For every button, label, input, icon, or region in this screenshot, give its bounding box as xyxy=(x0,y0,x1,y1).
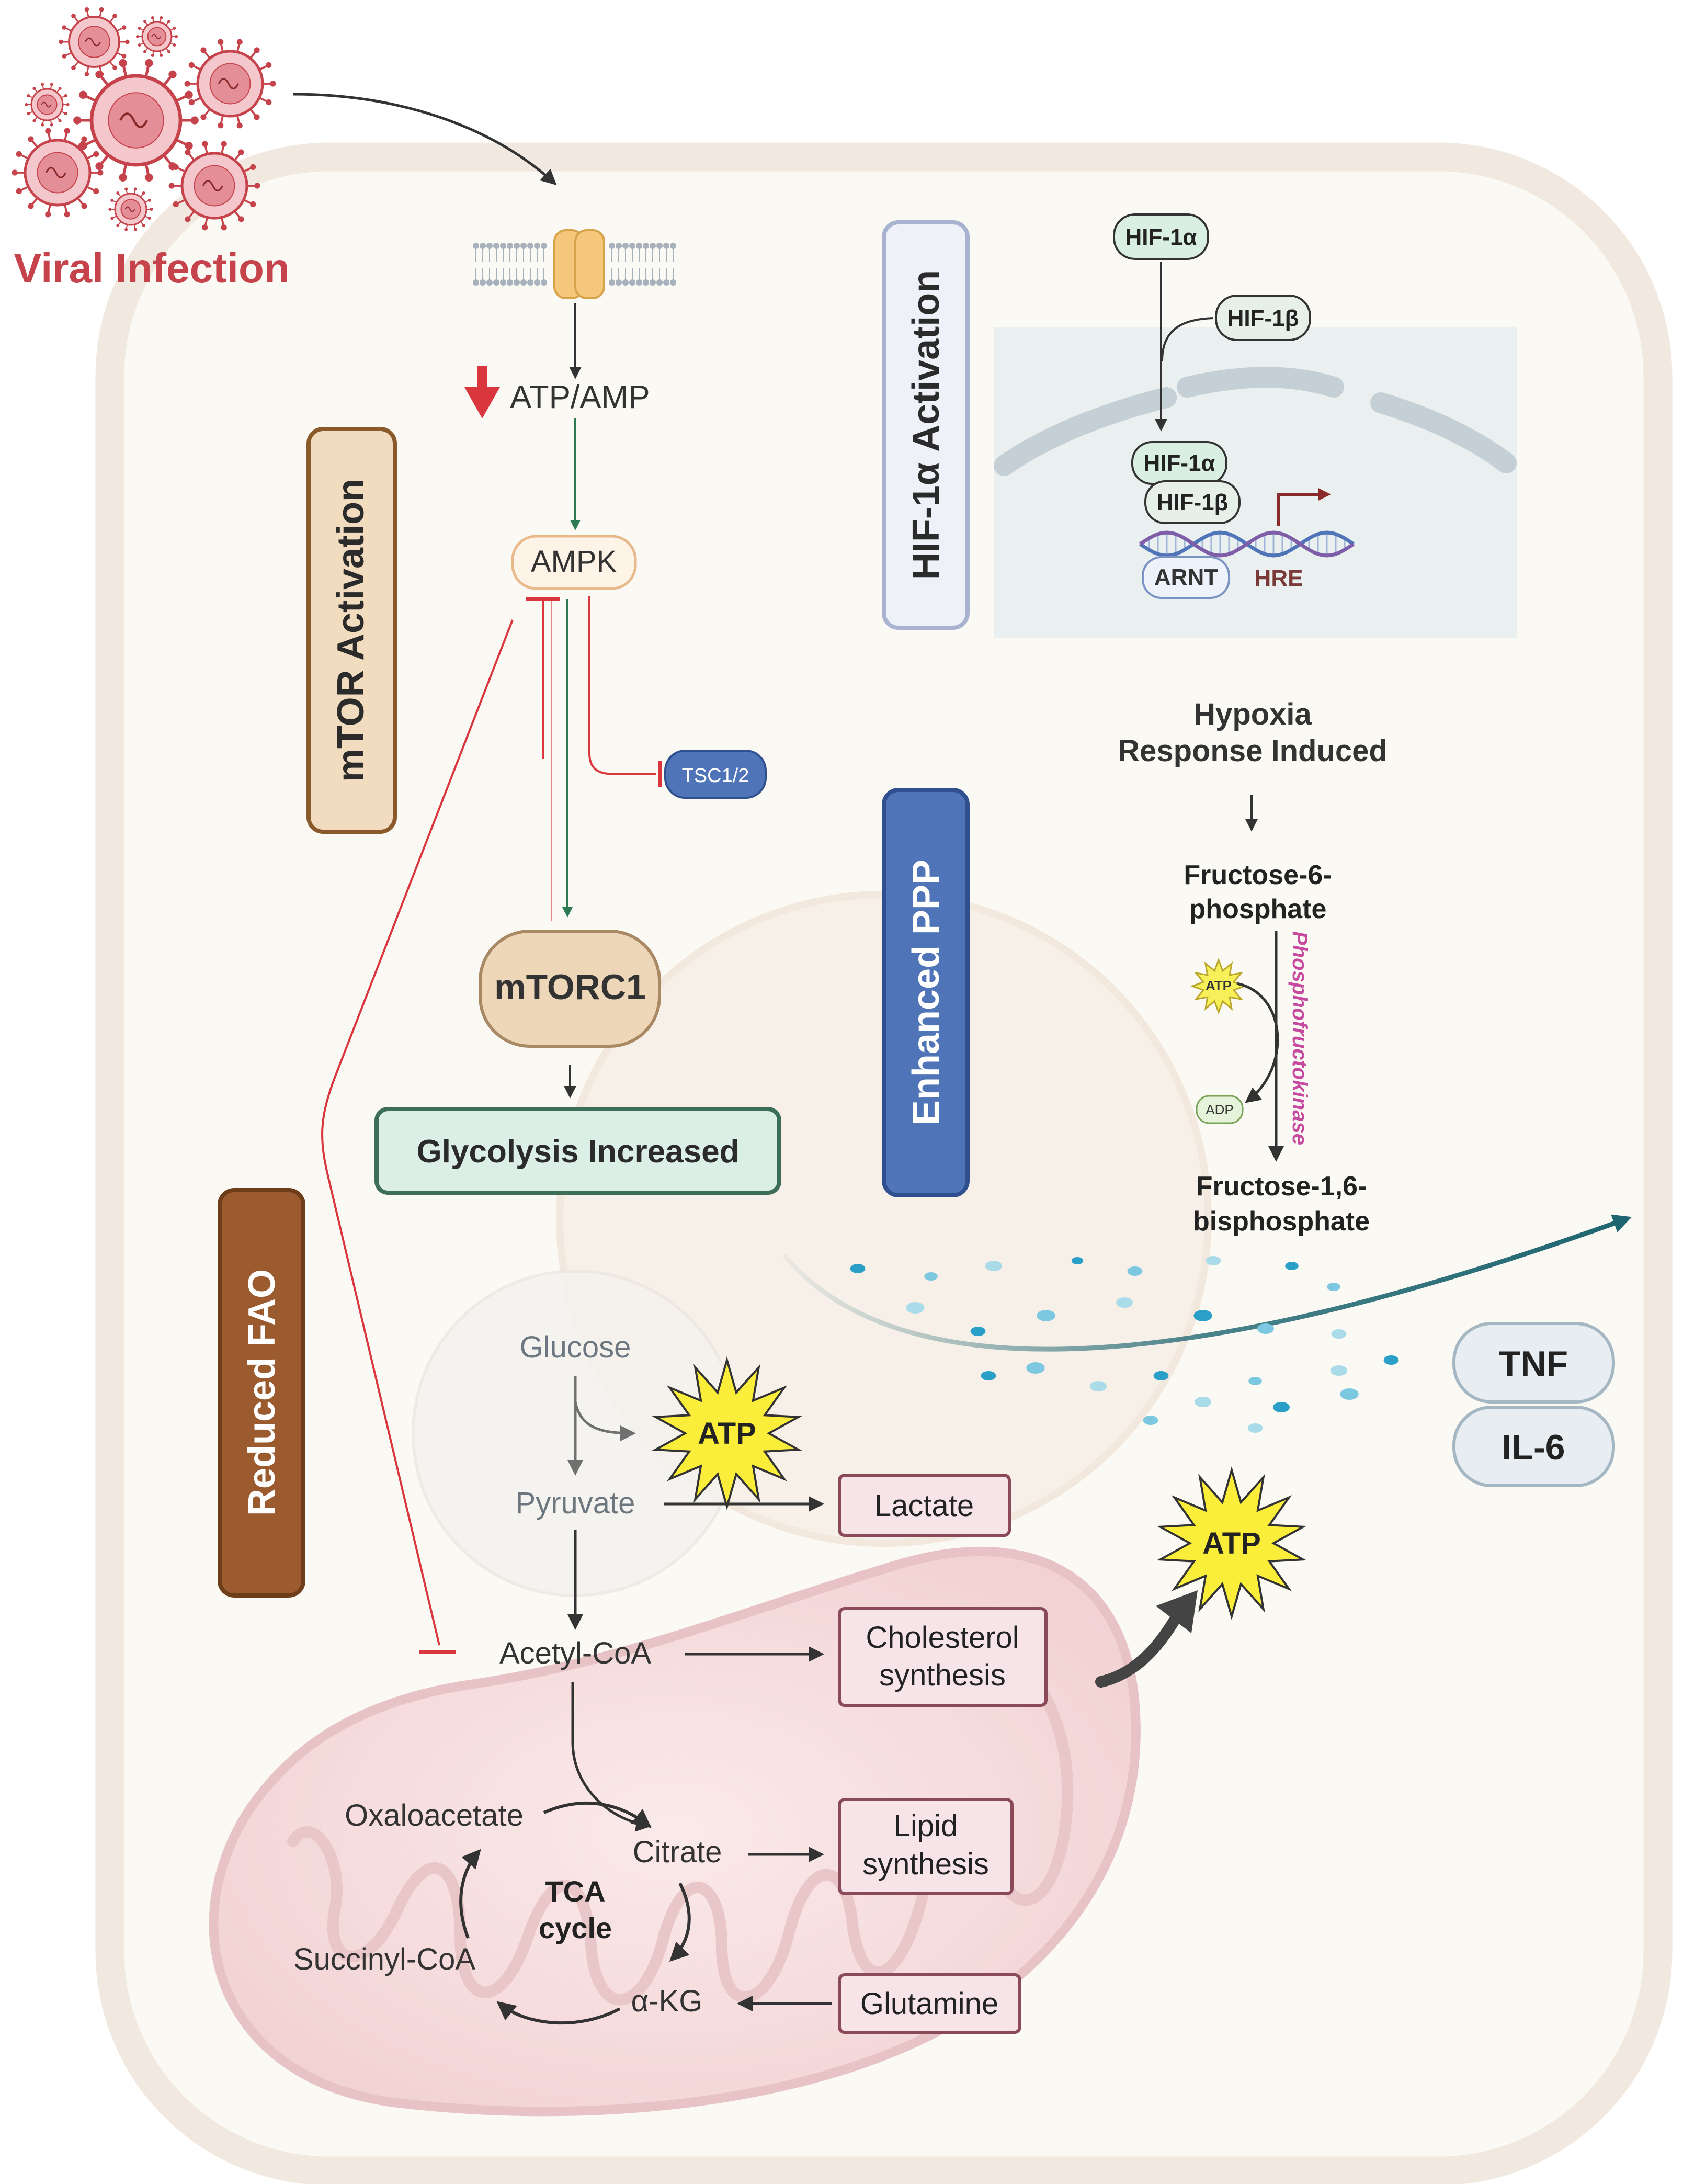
oxaloacetate-label: Oxaloacetate xyxy=(345,1798,524,1832)
lactate-label: Lactate xyxy=(874,1489,974,1523)
membrane-receptor xyxy=(473,229,676,299)
succinyl-coa-label: Succinyl-CoA xyxy=(293,1942,475,1976)
phosphofructokinase-label: Phosphofructokinase xyxy=(1288,931,1311,1145)
mtorc1-node xyxy=(479,930,661,1048)
adp-small-label: ADP xyxy=(1206,1102,1233,1117)
succinyl-to-oxaloacetate-arc xyxy=(459,1849,481,1939)
hre-label: HRE xyxy=(1255,565,1303,591)
lipid-line1: Lipid xyxy=(894,1809,958,1843)
glucose-atp-branch xyxy=(574,1401,636,1441)
tnf-label: TNF xyxy=(1499,1344,1568,1384)
tsc-node xyxy=(664,750,767,799)
tca-line1: TCA xyxy=(545,1875,605,1908)
hif-activation-panel xyxy=(882,220,970,630)
citrate-label: Citrate xyxy=(633,1835,722,1869)
f16bp-line1: Fructose-1,6- xyxy=(1196,1171,1367,1202)
nuclear-envelope-middle xyxy=(1177,367,1344,398)
tca-line2: cycle xyxy=(539,1911,612,1944)
mtor-activation-label: mTOR Activation xyxy=(330,479,372,782)
lactate-box xyxy=(838,1474,1011,1537)
ampk-node xyxy=(511,535,637,590)
mtor-activation-panel xyxy=(306,427,397,834)
virus-particle xyxy=(59,7,130,77)
akg-to-succinyl-arc xyxy=(496,2001,621,2025)
mito-atp-output-arrow xyxy=(1095,1611,1182,1688)
atp-star-1 xyxy=(652,1356,802,1511)
transcription-start-arrow xyxy=(1277,488,1331,526)
akg-label: α-KG xyxy=(631,1984,703,2018)
cholesterol-line1: Cholesterol xyxy=(866,1621,1019,1655)
virus-particle xyxy=(12,128,104,218)
virus-cluster xyxy=(12,7,276,231)
oxaloacetate-to-citrate-arc xyxy=(543,1802,652,1828)
il6-label: IL-6 xyxy=(1502,1428,1565,1467)
virus-particle xyxy=(73,59,199,182)
glutamine-label: Glutamine xyxy=(860,1987,998,2021)
virus-particle xyxy=(25,83,70,127)
citrate-to-akg-arc xyxy=(669,1882,691,1962)
lipid-line2: synthesis xyxy=(862,1847,989,1881)
glycolysis-increased-label: Glycolysis Increased xyxy=(417,1134,740,1170)
reduced-fao-label: Reduced FAO xyxy=(241,1269,283,1516)
atp-star-1-label: ATP xyxy=(698,1417,756,1451)
dna-helix xyxy=(1139,530,1355,558)
enhanced-ppp-panel xyxy=(882,788,970,1197)
hypoxia-line2: Response Induced xyxy=(1118,734,1388,768)
atp-star-2 xyxy=(1156,1466,1307,1621)
hif1b-top-label: HIF-1β xyxy=(1227,305,1299,331)
f6p-line1: Fructose-6- xyxy=(1184,860,1332,890)
virus-particle xyxy=(168,141,260,231)
glutamine-box xyxy=(838,1973,1021,2034)
arnt-node xyxy=(1142,556,1230,599)
tsc-label: TSC1/2 xyxy=(682,765,749,787)
glycolysis-increased-box xyxy=(374,1107,781,1195)
ampk-label: AMPK xyxy=(531,545,617,579)
ampk-tsc-inhibit xyxy=(588,596,656,775)
atp-small-label: ATP xyxy=(1206,978,1232,993)
atp-to-adp-curve xyxy=(1236,982,1279,1103)
hif1a-bound-label: HIF-1α xyxy=(1143,450,1215,476)
atp-small-star xyxy=(1190,957,1247,1015)
pyruvate-label: Pyruvate xyxy=(516,1486,635,1520)
nuclear-envelope-right xyxy=(1370,392,1517,473)
f16bp-line2: bisphosphate xyxy=(1193,1206,1370,1237)
hif1a-top-label: HIF-1α xyxy=(1125,224,1197,250)
virus-particle xyxy=(136,16,178,58)
hypoxia-line1: Hypoxia xyxy=(1193,697,1312,731)
hif1b-bound-node xyxy=(1144,480,1241,524)
hif1b-join-curve xyxy=(1161,317,1214,361)
cytokine-particles xyxy=(850,1256,1399,1433)
atp-star-2-label: ATP xyxy=(1202,1526,1261,1560)
fao-inhibit-line xyxy=(321,619,514,1646)
virus-particle xyxy=(108,187,153,231)
glucose-label: Glucose xyxy=(520,1330,631,1364)
cholesterol-line2: synthesis xyxy=(879,1658,1006,1692)
tnf-node xyxy=(1452,1322,1615,1404)
reduced-fao-panel xyxy=(218,1188,305,1598)
il6-node xyxy=(1452,1406,1615,1487)
viral-infection-label: Viral Infection xyxy=(14,245,290,291)
hif1b-top-node xyxy=(1215,295,1311,341)
enhanced-ppp-label: Enhanced PPP xyxy=(905,859,947,1125)
virus-particle xyxy=(184,39,276,129)
arnt-label: ARNT xyxy=(1154,564,1218,590)
f6p-line2: phosphate xyxy=(1189,894,1327,924)
lipid-box xyxy=(838,1798,1014,1895)
atp-amp-label: ATP/AMP xyxy=(510,379,650,415)
down-arrow-icon xyxy=(464,366,500,418)
cytokine-secretion-arrow xyxy=(782,1214,1632,1352)
virus-entry-arrow xyxy=(292,93,557,186)
cholesterol-box xyxy=(838,1607,1048,1707)
hif-activation-label: HIF-1α Activation xyxy=(905,270,947,580)
hif1a-top-node xyxy=(1113,213,1209,260)
mtorc1-label: mTORC1 xyxy=(494,967,646,1007)
hif1b-bound-label: HIF-1β xyxy=(1157,490,1229,515)
acetyl-coa-label: Acetyl-CoA xyxy=(499,1636,651,1670)
adp-small-node xyxy=(1196,1095,1244,1124)
nuclear-envelope-left xyxy=(994,387,1177,476)
